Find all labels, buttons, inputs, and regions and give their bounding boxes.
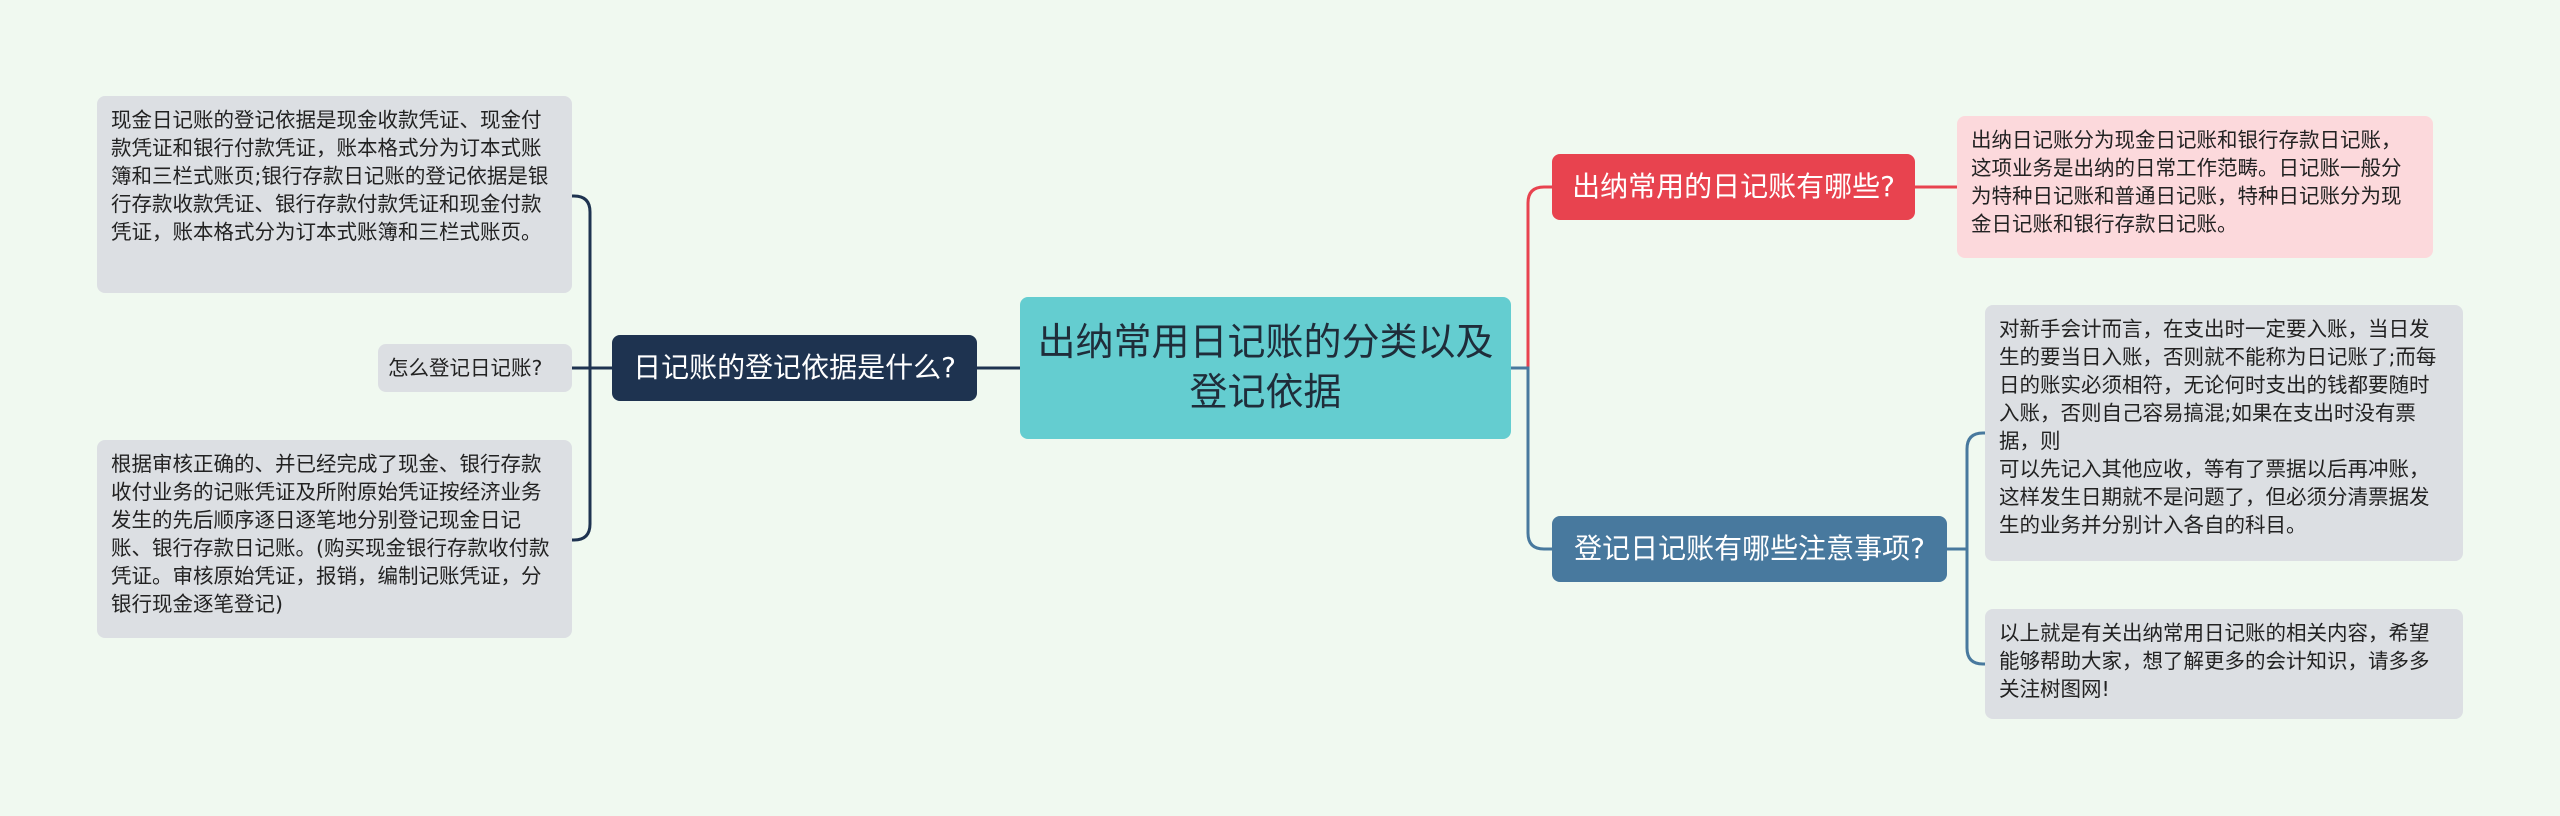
connector-center-red xyxy=(1511,185,1552,370)
leaf-journal-types[interactable]: 出纳日记账分为现金日记账和银行存款日记账，这项业务是出纳的日常工作范畴。日记账一… xyxy=(1957,116,2433,258)
branch-common-journals[interactable]: 出纳常用的日记账有哪些? xyxy=(1552,154,1915,220)
leaf-closing-note[interactable]: 以上就是有关出纳常用日记账的相关内容，希望能够帮助大家，想了解更多的会计知识，请… xyxy=(1985,609,2463,719)
connector-blue-leaf-1 xyxy=(1947,431,1985,551)
central-topic[interactable]: 出纳常用日记账的分类以及登记依据 xyxy=(1020,297,1511,439)
connector-center-blue xyxy=(1511,366,1552,551)
branch-registration-basis[interactable]: 日记账的登记依据是什么? xyxy=(612,335,977,401)
connector-left-leaf-3 xyxy=(572,366,612,542)
leaf-precautions-detail[interactable]: 对新手会计而言，在支出时一定要入账，当日发生的要当日入账，否则就不能称为日记账了… xyxy=(1985,305,2463,561)
connector-left-leaf-1 xyxy=(572,194,612,370)
branch-precautions[interactable]: 登记日记账有哪些注意事项? xyxy=(1552,516,1947,582)
leaf-how-to-register[interactable]: 怎么登记日记账? xyxy=(378,344,572,392)
connector-blue-leaf-2 xyxy=(1947,547,1985,666)
leaf-registration-procedure[interactable]: 根据审核正确的、并已经完成了现金、银行存款收付业务的记账凭证及所附原始凭证按经济… xyxy=(97,440,572,638)
leaf-registration-basis-detail[interactable]: 现金日记账的登记依据是现金收款凭证、现金付款凭证和银行付款凭证，账本格式分为订本… xyxy=(97,96,572,293)
